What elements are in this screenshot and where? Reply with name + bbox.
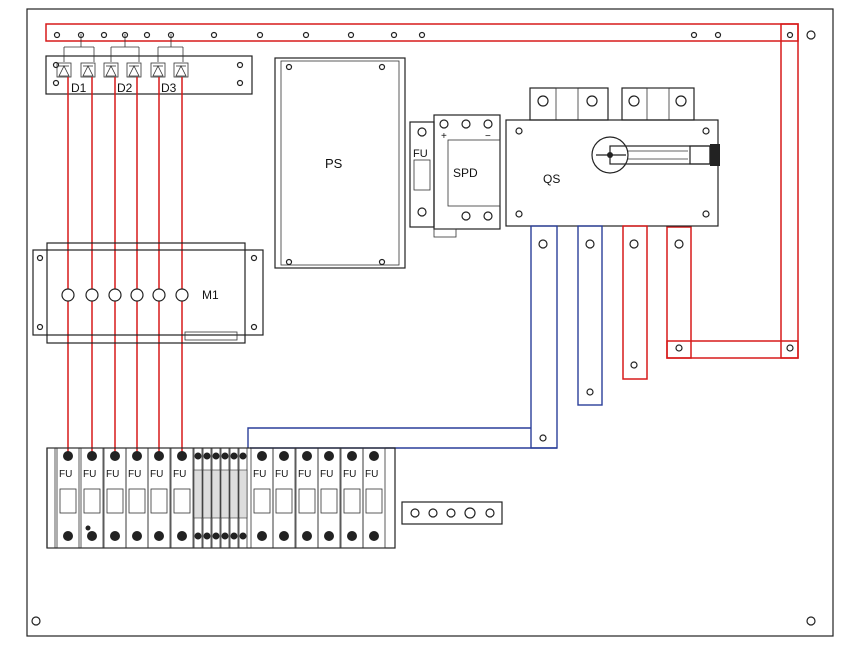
diode-label-d1: D1: [71, 81, 87, 95]
monitor-module: M1: [32, 242, 264, 344]
fuse-label: FU: [275, 469, 288, 480]
panel-corner-hole: [31, 616, 41, 626]
mounting-hole-icon: [390, 31, 398, 39]
diode-icon: [103, 62, 119, 78]
terminal-strip: [401, 501, 503, 525]
fuse-label: FU: [298, 469, 311, 480]
fuse-holder: FU: [170, 447, 194, 549]
fuse-holder: FU: [362, 447, 386, 549]
diode-icon: [56, 62, 72, 78]
disconnect-switch: QS: [505, 87, 720, 227]
switch-busbars: [247, 225, 684, 449]
fuse-holder: FU: [295, 447, 319, 549]
fuse-label: FU: [253, 469, 266, 480]
diode-icon: [80, 62, 96, 78]
mounting-hole-icon: [100, 31, 108, 39]
fuse-holder-icon: FU FU FU FU FU FU FU FU FU FU FU FU: [46, 447, 396, 549]
fuse-holder: FU: [317, 447, 341, 549]
mounting-hole-icon: [714, 31, 722, 39]
terminal-icon: [61, 288, 75, 302]
fu-label: FU: [413, 148, 428, 160]
terminal-icon: [85, 288, 99, 302]
mounting-hole-icon: [418, 31, 426, 39]
panel-corner-hole: [806, 30, 816, 40]
fuse-holder: FU: [80, 447, 104, 549]
monitor-label: M1: [202, 288, 219, 302]
positive-wires: [67, 77, 183, 454]
rotary-handle-icon: [591, 136, 720, 174]
fuse-label: FU: [173, 469, 186, 480]
fuse-holder: FU: [125, 447, 149, 549]
terminal-icon: [175, 288, 189, 302]
fuse-holder: FU: [340, 447, 364, 549]
mounting-hole-icon: [347, 31, 355, 39]
diode-icon: [150, 62, 166, 78]
fuse-holder: FU: [56, 447, 80, 549]
mounting-hole-icon: [143, 31, 151, 39]
terminal-icon: [108, 288, 122, 302]
fuse-label: FU: [59, 469, 72, 480]
mounting-hole-icon: [256, 31, 264, 39]
mounting-hole-icon: [302, 31, 310, 39]
terminal-icon: [130, 288, 144, 302]
mounting-hole-icon: [786, 31, 794, 39]
surge-protector: FU SPD + −: [409, 114, 501, 238]
spd-minus-label: −: [485, 131, 491, 142]
fuse-holder: FU: [272, 447, 296, 549]
mounting-hole-icon: [690, 31, 698, 39]
fuse-label: FU: [150, 469, 163, 480]
fuse-holder: FU: [147, 447, 171, 549]
mounting-hole-icon: [53, 31, 61, 39]
fuse-label: FU: [320, 469, 333, 480]
terminal-icon: [152, 288, 166, 302]
fuse-label: FU: [343, 469, 356, 480]
diode-block: D1 D2 D3: [45, 34, 253, 95]
diode-label-d2: D2: [117, 81, 133, 95]
fuse-holder: FU: [250, 447, 274, 549]
switch-label: QS: [543, 172, 560, 186]
diode-icon: [56, 62, 189, 78]
panel-frame: [26, 8, 834, 637]
power-supply: PS: [274, 57, 406, 269]
fuse-label: FU: [83, 469, 96, 480]
power-supply-label: PS: [325, 156, 343, 171]
fuse-holder: FU: [103, 447, 127, 549]
mounting-hole-icon: [210, 31, 218, 39]
diode-icon: [173, 62, 189, 78]
fuse-label: FU: [365, 469, 378, 480]
fuse-label: FU: [128, 469, 141, 480]
spd-label: SPD: [453, 166, 478, 180]
panel-corner-hole: [806, 616, 816, 626]
diode-label-d3: D3: [161, 81, 177, 95]
diode-icon: [126, 62, 142, 78]
spd-plus-label: +: [441, 131, 447, 142]
fuse-label: FU: [106, 469, 119, 480]
